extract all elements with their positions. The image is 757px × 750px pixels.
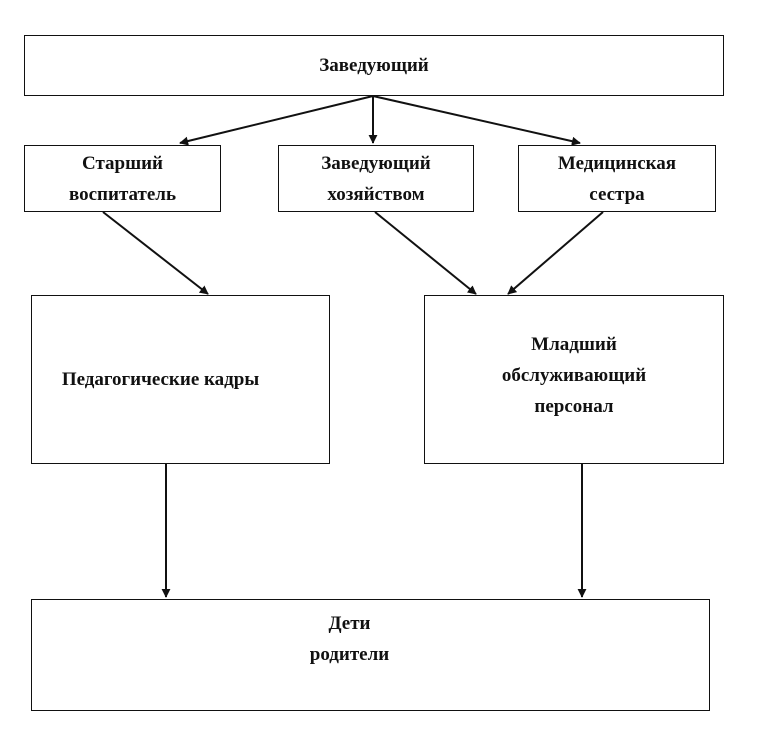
node-senior-teacher-label: Старший воспитатель <box>68 152 176 205</box>
edge-senior-teacher-to-teaching-staff <box>102 211 209 295</box>
node-teaching-staff: Педагогические кадры <box>31 295 330 464</box>
edge-head-to-nurse <box>372 95 581 146</box>
node-head: Заведующий <box>24 35 724 96</box>
node-teaching-staff-label: Педагогические кадры <box>61 369 260 390</box>
node-junior-staff-label: Младший обслуживающий персонал <box>501 334 647 417</box>
node-supply-manager: Заведующий хозяйством <box>278 145 474 212</box>
node-children-parents-label: Дети родители <box>309 613 390 665</box>
node-supply-manager-label: Заведующий хозяйством <box>321 152 431 205</box>
node-children-parents: Дети родители <box>31 599 710 711</box>
edge-head-to-senior-teacher <box>179 95 374 146</box>
node-nurse-label: Медицинская сестра <box>557 152 677 205</box>
edge-supply-manager-to-junior-staff <box>374 211 477 295</box>
node-head-label: Заведующий <box>319 55 429 76</box>
node-nurse: Медицинская сестра <box>518 145 716 212</box>
node-senior-teacher: Старший воспитатель <box>24 145 221 212</box>
edge-nurse-to-junior-staff <box>507 211 604 295</box>
node-junior-staff: Младший обслуживающий персонал <box>424 295 724 464</box>
